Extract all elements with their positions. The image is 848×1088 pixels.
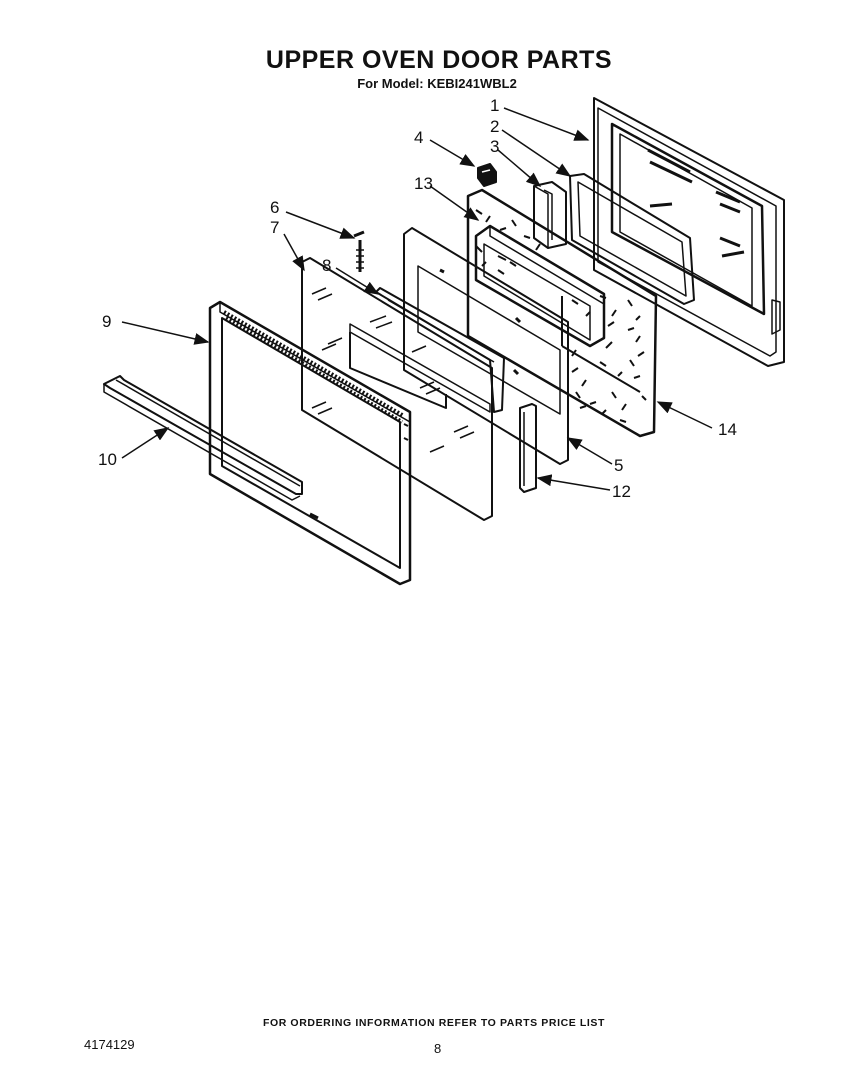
callout-14: 14 xyxy=(718,420,737,439)
callout-13: 13 xyxy=(414,174,433,193)
leader-lines xyxy=(121,107,713,491)
callout-2: 2 xyxy=(490,117,500,136)
callout-5: 5 xyxy=(614,456,624,475)
part-9-outer-door-frame xyxy=(208,300,412,586)
callout-12: 12 xyxy=(612,482,631,501)
part-12-trim-strip xyxy=(519,403,537,493)
part-13-window-shield xyxy=(474,224,606,348)
callout-3: 3 xyxy=(490,137,500,156)
part-8-retainer xyxy=(375,287,505,413)
page-title: UPPER OVEN DOOR PARTS xyxy=(265,46,613,74)
document-number: 4174129 xyxy=(84,1037,135,1052)
page-number: 8 xyxy=(434,1041,442,1056)
model-subtitle: For Model: KEBI241WBL2 xyxy=(357,76,517,91)
callout-7: 7 xyxy=(270,218,280,237)
part-10-handle xyxy=(103,375,303,501)
part-7-outer-glass xyxy=(301,257,493,521)
callout-8: 8 xyxy=(322,256,332,275)
part-1-inner-door-panel xyxy=(593,97,785,367)
part-4-clip xyxy=(477,163,497,187)
callout-10: 10 xyxy=(98,450,117,469)
callout-9: 9 xyxy=(102,312,112,331)
ordering-note: FOR ORDERING INFORMATION REFER TO PARTS … xyxy=(262,1017,606,1029)
callout-1: 1 xyxy=(490,96,500,115)
callout-4: 4 xyxy=(414,128,424,147)
callout-6: 6 xyxy=(270,198,280,217)
part-2-gasket xyxy=(569,173,695,305)
part-6-screw xyxy=(353,230,365,272)
